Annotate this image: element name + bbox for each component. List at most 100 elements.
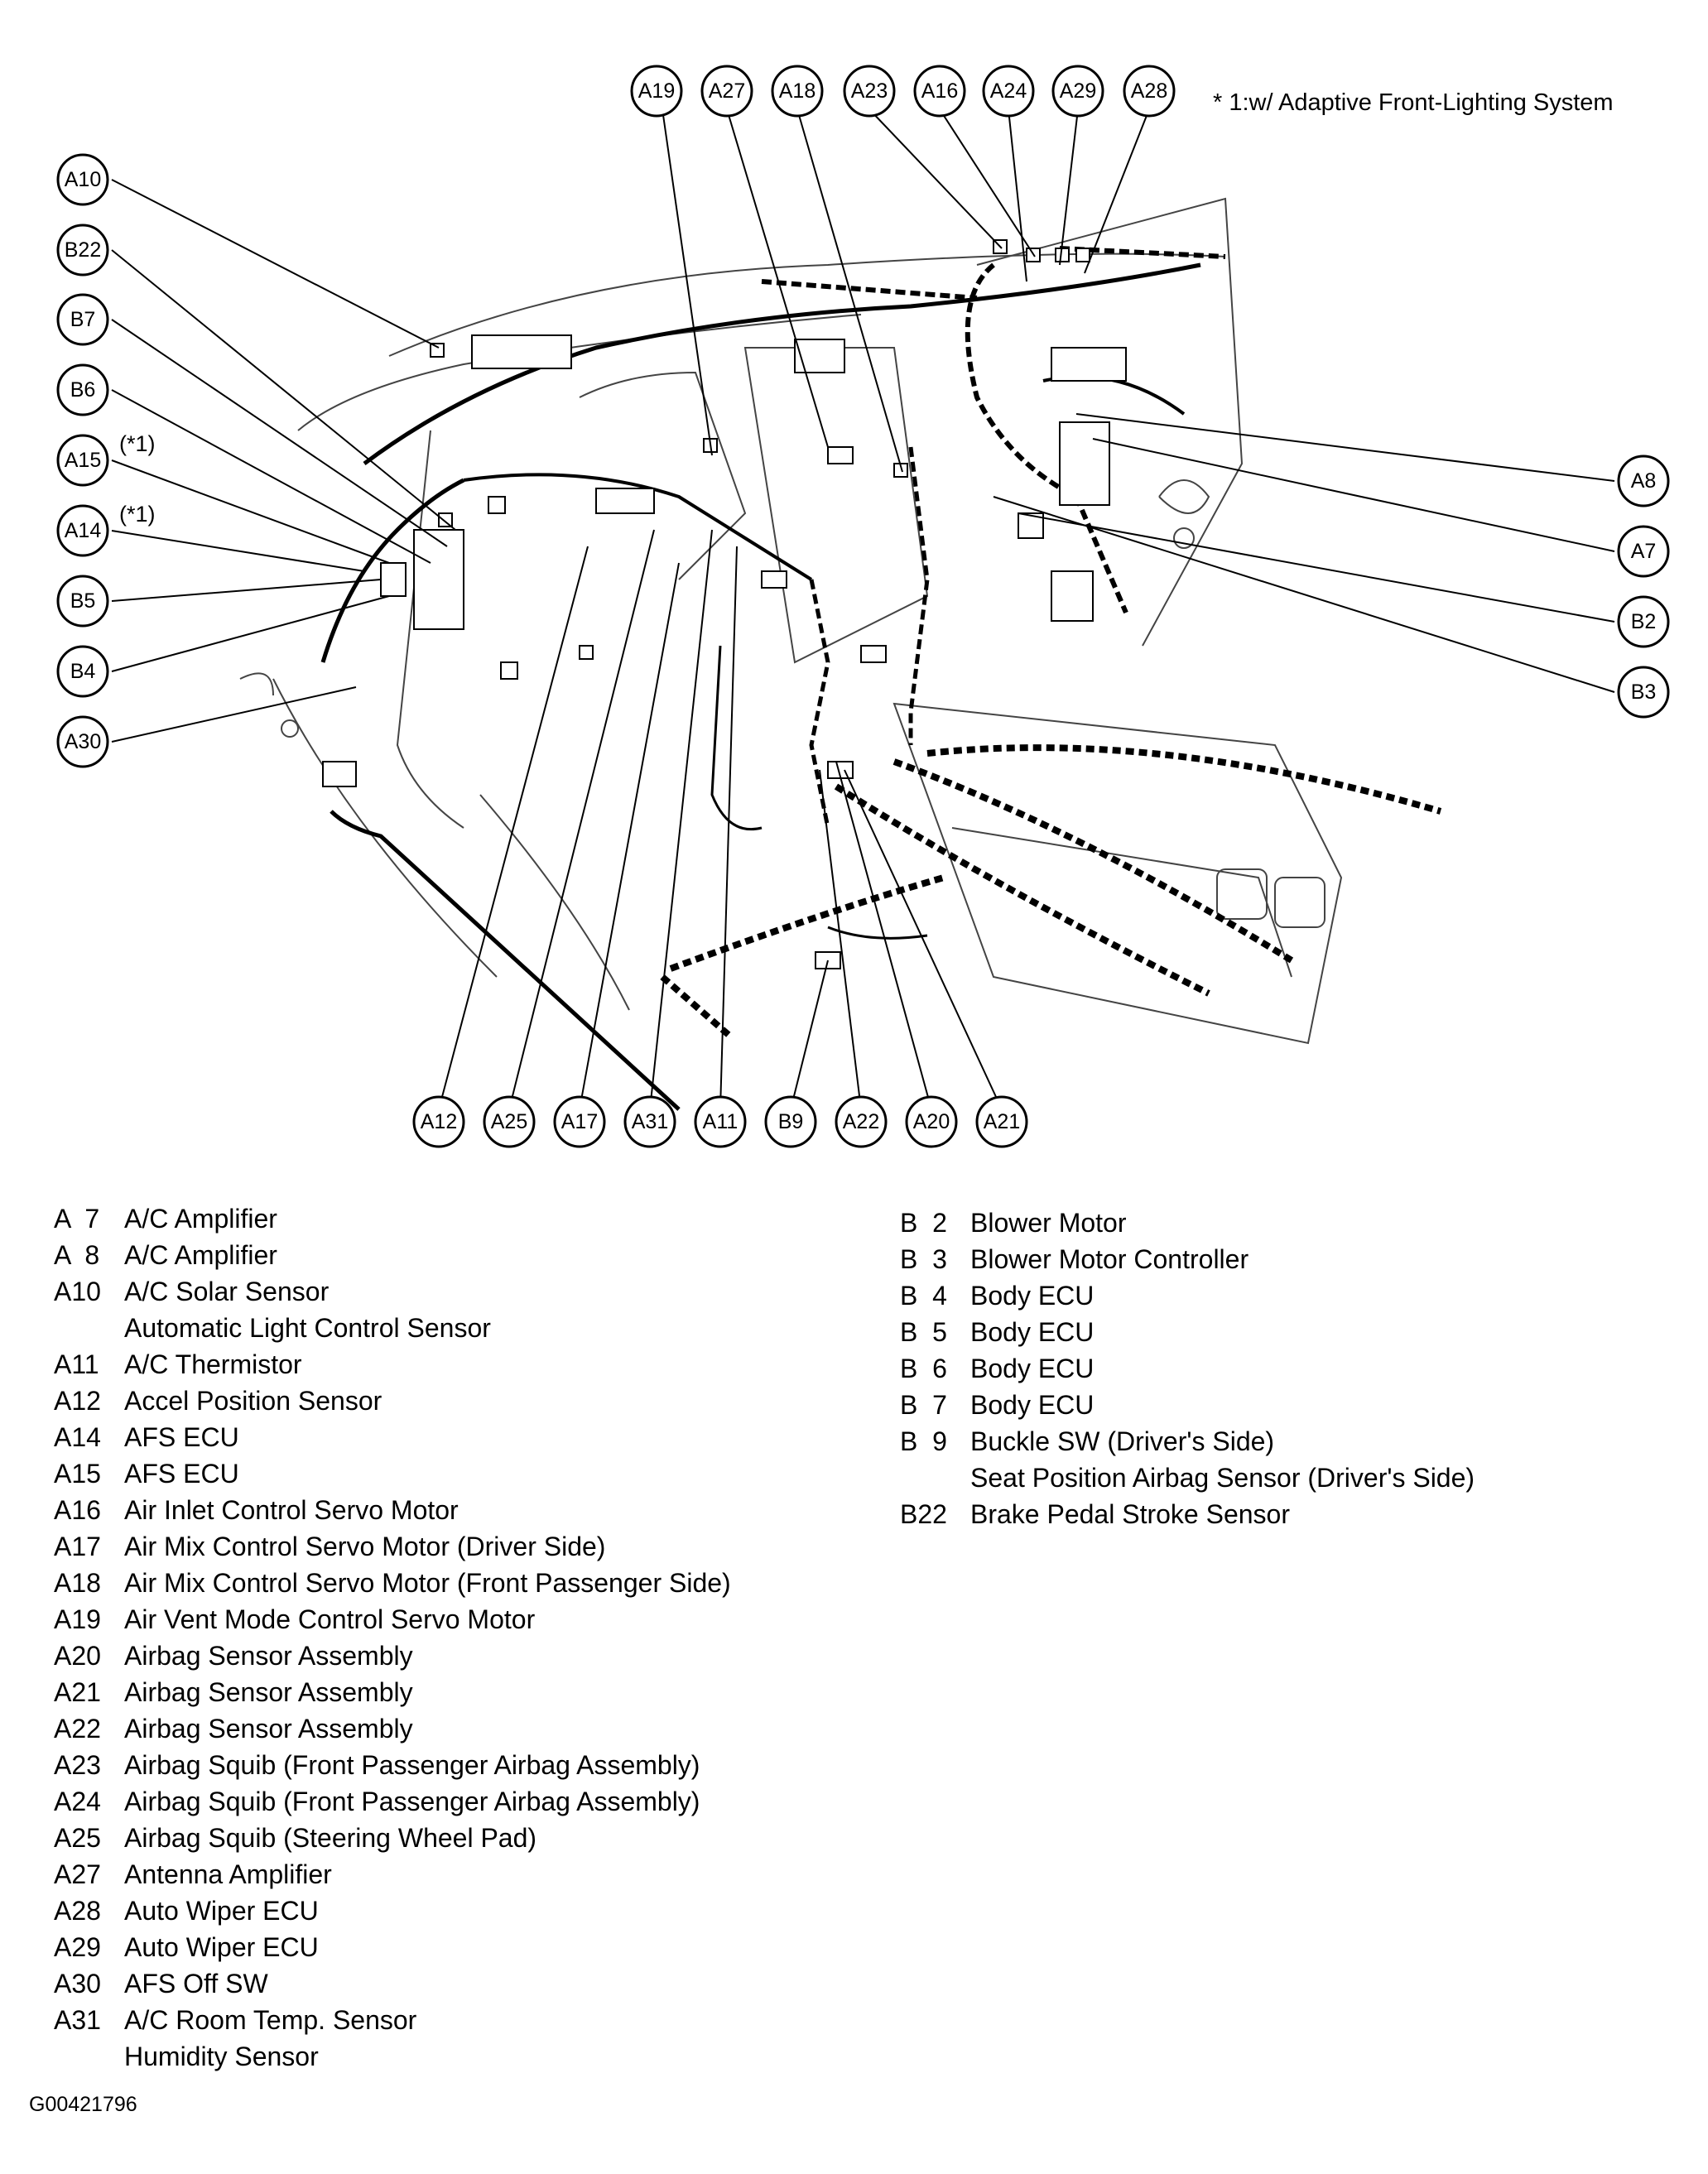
legend-code: A31: [54, 2005, 101, 2035]
legend-label: AFS ECU: [124, 1422, 239, 1452]
legend-row: A24 Airbag Squib (Front Passenger Airbag …: [54, 1783, 865, 1820]
svg-text:B9: B9: [778, 1110, 804, 1133]
callout-b4: B4: [56, 645, 109, 698]
svg-text:A15: A15: [65, 449, 101, 472]
legend-label: A/C Solar Sensor: [124, 1277, 330, 1306]
callout-b3: B3: [1617, 666, 1670, 719]
legend-code: A16: [54, 1495, 101, 1525]
legend-label: AFS Off SW: [124, 1969, 268, 1998]
legend-label: Body ECU: [970, 1317, 1095, 1347]
legend-code: B 9: [900, 1426, 947, 1456]
svg-text:A29: A29: [1060, 79, 1096, 103]
callout-a24: A24: [982, 65, 1035, 118]
dashboard-outline: [239, 197, 1343, 1045]
legend-label-continued: Seat Position Airbag Sensor (Driver's Si…: [970, 1463, 1475, 1493]
callout-b2: B2: [1617, 595, 1670, 648]
legend-label-continued: Automatic Light Control Sensor: [124, 1313, 491, 1343]
svg-text:A7: A7: [1631, 540, 1657, 563]
legend-code: A30: [54, 1969, 101, 1998]
legend-label: Blower Motor: [970, 1208, 1127, 1238]
callout-a21: A21: [975, 1095, 1028, 1148]
svg-text:B5: B5: [70, 589, 96, 613]
callout-a22: A22: [835, 1095, 888, 1148]
wiring-harness: [320, 246, 1442, 1111]
callout-a7: A7: [1617, 525, 1670, 578]
legend-code: A24: [54, 1787, 101, 1816]
legend-label: Airbag Sensor Assembly: [124, 1641, 413, 1671]
legend-label: Airbag Sensor Assembly: [124, 1677, 413, 1707]
svg-text:A10: A10: [65, 168, 101, 191]
callout-a11: A11: [694, 1095, 747, 1148]
legend-label: AFS ECU: [124, 1459, 239, 1489]
legend-row: A17 Air Mix Control Servo Motor (Driver S…: [54, 1528, 865, 1565]
callout-a18: A18: [771, 65, 824, 118]
legend-row: A23 Airbag Squib (Front Passenger Airbag …: [54, 1747, 865, 1783]
legend-label: Blower Motor Controller: [970, 1244, 1249, 1274]
legend-code: A17: [54, 1532, 101, 1561]
svg-text:A17: A17: [561, 1110, 598, 1133]
svg-text:B6: B6: [70, 378, 96, 402]
legend-code: A29: [54, 1932, 101, 1962]
svg-text:A21: A21: [984, 1110, 1020, 1133]
legend-code: A22: [54, 1714, 101, 1744]
legend-label: A/C Amplifier: [124, 1204, 277, 1234]
legend-code: A23: [54, 1750, 101, 1780]
legend-row: A22 Airbag Sensor Assembly: [54, 1710, 865, 1747]
callout-a28: A28: [1123, 65, 1176, 118]
callout-b7: B7: [56, 293, 109, 346]
callout-b6: B6: [56, 363, 109, 416]
legend-label: Antenna Amplifier: [124, 1859, 332, 1889]
legend-label: A/C Amplifier: [124, 1240, 277, 1270]
callout-a25: A25: [483, 1095, 536, 1148]
svg-text:B2: B2: [1631, 610, 1657, 633]
svg-text:B3: B3: [1631, 681, 1657, 704]
legend-label: Airbag Sensor Assembly: [124, 1714, 413, 1744]
svg-text:A24: A24: [990, 79, 1027, 103]
svg-text:A27: A27: [709, 79, 745, 103]
legend-label: Body ECU: [970, 1354, 1095, 1383]
legend-code: A14: [54, 1422, 101, 1452]
legend-label: Airbag Squib (Steering Wheel Pad): [124, 1823, 537, 1853]
svg-text:A31: A31: [632, 1110, 668, 1133]
legend-row: A27 Antenna Amplifier: [54, 1856, 865, 1893]
legend-label: Airbag Squib (Front Passenger Airbag Ass…: [124, 1750, 700, 1780]
svg-text:A30: A30: [65, 730, 101, 753]
callout-a8: A8: [1617, 455, 1670, 507]
svg-text:A8: A8: [1631, 469, 1657, 493]
callout-a30: A30: [56, 715, 109, 768]
callout-a19: A19: [630, 65, 683, 118]
connector-blocks: [322, 239, 1127, 969]
svg-text:A14: A14: [65, 519, 102, 542]
legend-code: B 3: [900, 1244, 947, 1274]
legend-label: Airbag Squib (Front Passenger Airbag Ass…: [124, 1787, 700, 1816]
legend-label: Body ECU: [970, 1390, 1095, 1420]
legend-code: A 8: [54, 1240, 100, 1270]
legend-label: Air Vent Mode Control Servo Motor: [124, 1604, 536, 1634]
callout-a15: A15: [56, 434, 109, 487]
callout-a14: A14: [56, 504, 109, 557]
legend-label: Brake Pedal Stroke Sensor: [970, 1499, 1290, 1529]
legend-label-continued: Humidity Sensor: [124, 2042, 319, 2071]
callout-a10: A10: [56, 153, 109, 206]
callout-a29: A29: [1051, 65, 1104, 118]
svg-text:B4: B4: [70, 660, 96, 683]
legend-code: A27: [54, 1859, 101, 1889]
legend-label: Air Mix Control Servo Motor (Driver Side…: [124, 1532, 606, 1561]
legend-code: B 7: [900, 1390, 947, 1420]
